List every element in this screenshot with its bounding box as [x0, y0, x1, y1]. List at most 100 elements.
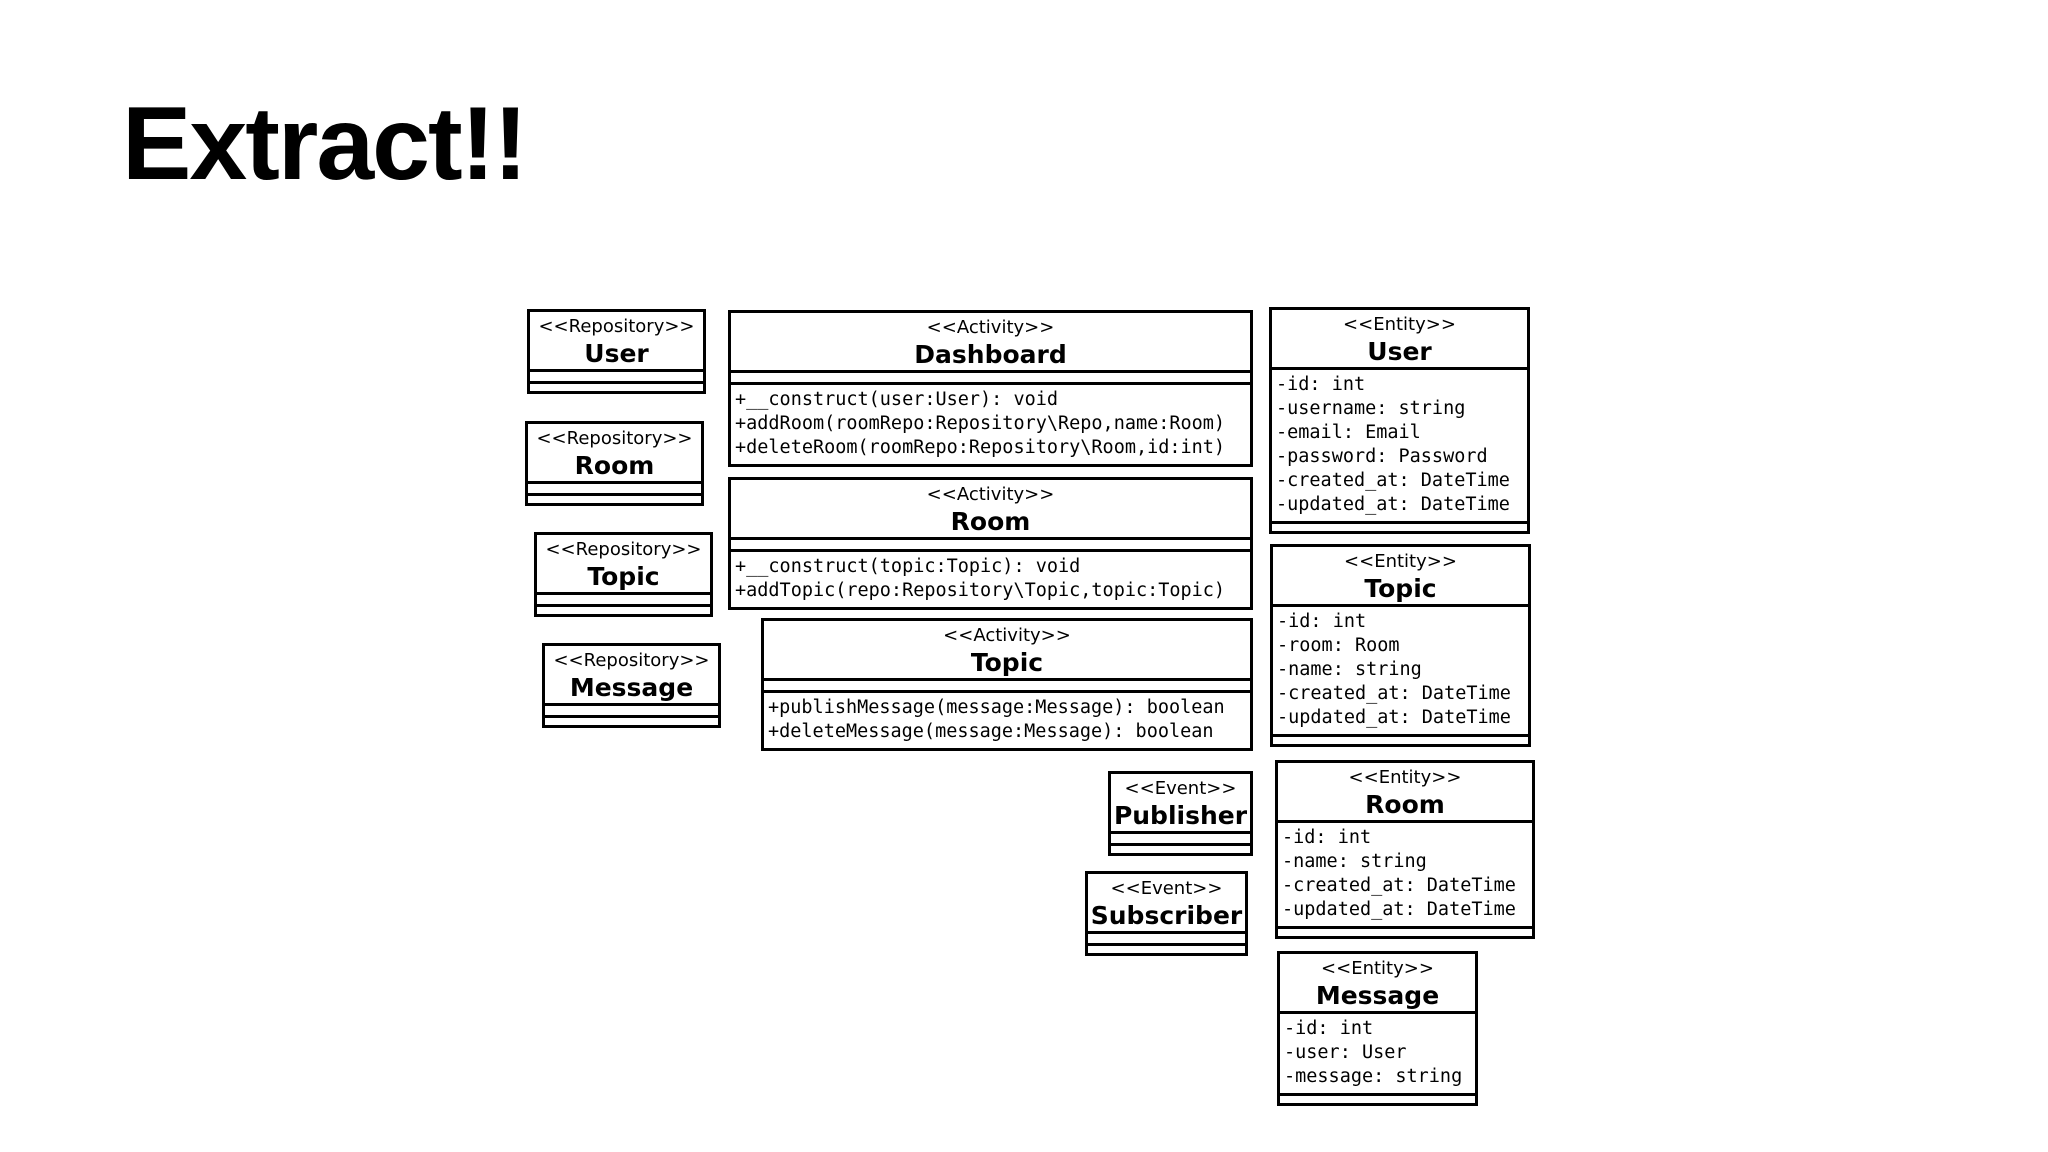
attributes-compartment: -id: int -username: string -email: Email -p…: [1272, 367, 1527, 521]
uml-class-header: <<Repository>>Room: [528, 424, 701, 481]
uml-operation: +publishMessage(message:Message): boolea…: [768, 697, 1225, 718]
operations-compartment: [1273, 734, 1528, 744]
uml-class-header: <<Activity>>Topic: [764, 621, 1250, 678]
uml-class-name: Message: [1315, 981, 1440, 1010]
uml-class-header: <<Activity>>Room: [731, 480, 1250, 537]
uml-attribute: -updated_at: DateTime: [1282, 899, 1516, 920]
uml-operation: +addTopic(repo:Repository\Topic,topic:To…: [735, 580, 1226, 601]
uml-class-name: Room: [574, 451, 655, 480]
uml-class-name: User: [584, 339, 649, 368]
uml-attribute: -id: int: [1277, 611, 1367, 632]
uml-stereotype: <<Activity>>: [926, 317, 1055, 338]
attributes-compartment: [764, 678, 1250, 690]
uml-class-name: Dashboard: [914, 340, 1067, 369]
uml-class-header: <<Activity>>Dashboard: [731, 313, 1250, 370]
uml-operation: +deleteMessage(message:Message): boolean: [768, 721, 1214, 742]
uml-class-header: <<Entity>>Message: [1280, 954, 1475, 1011]
attributes-compartment: [1088, 931, 1245, 943]
uml-class-header: <<Event>>Subscriber: [1088, 874, 1245, 931]
uml-attribute: -created_at: DateTime: [1276, 470, 1510, 491]
uml-stereotype: <<Entity>>: [1344, 551, 1457, 572]
uml-attribute: -created_at: DateTime: [1277, 683, 1511, 704]
uml-stereotype: <<Repository>>: [538, 316, 695, 337]
uml-class-name: Room: [950, 507, 1031, 536]
operations-compartment: [537, 604, 710, 614]
uml-class-header: <<Repository>>Topic: [537, 535, 710, 592]
operations-compartment: +publishMessage(message:Message): boolea…: [764, 690, 1250, 748]
uml-attribute: -created_at: DateTime: [1282, 875, 1516, 896]
uml-attribute: -updated_at: DateTime: [1276, 494, 1510, 515]
uml-class-name: User: [1367, 337, 1432, 366]
uml-class-event-subscriber: <<Event>>Subscriber: [1085, 871, 1248, 956]
uml-class-header: <<Repository>>Message: [545, 646, 718, 703]
uml-operation: +__construct(topic:Topic): void: [735, 556, 1081, 577]
uml-class-header: <<Entity>>Room: [1278, 763, 1532, 820]
uml-class-activity-room: <<Activity>>Room +__construct(topic:Topic…: [728, 477, 1253, 610]
uml-attribute: -username: string: [1276, 398, 1466, 419]
uml-class-entity-topic: <<Entity>>Topic -id: int -room: Room -name:…: [1270, 544, 1531, 747]
uml-stereotype: <<Event>>: [1110, 878, 1223, 899]
uml-operation: +__construct(user:User): void: [735, 389, 1059, 410]
uml-class-header: <<Repository>>User: [530, 312, 703, 369]
operations-compartment: [1278, 926, 1532, 936]
uml-attribute: -room: Room: [1277, 635, 1400, 656]
uml-class-header: <<Event>>Publisher: [1111, 774, 1250, 831]
uml-class-repo-topic: <<Repository>>Topic: [534, 532, 713, 617]
uml-class-repo-room: <<Repository>>Room: [525, 421, 704, 506]
attributes-compartment: -id: int -user: User -message: string: [1280, 1011, 1475, 1093]
uml-stereotype: <<Activity>>: [943, 625, 1071, 646]
uml-stereotype: <<Event>>: [1124, 778, 1237, 799]
uml-class-name: Topic: [1364, 574, 1437, 603]
uml-attribute: -id: int: [1276, 374, 1366, 395]
uml-attribute: -name: string: [1277, 659, 1422, 680]
uml-attribute: -id: int: [1284, 1018, 1374, 1039]
operations-compartment: [1272, 521, 1527, 531]
uml-attribute: -password: Password: [1276, 446, 1488, 467]
attributes-compartment: [731, 537, 1250, 549]
uml-class-header: <<Entity>>Topic: [1273, 547, 1528, 604]
uml-class-entity-user: <<Entity>>User-id: int-username: string-…: [1269, 307, 1530, 534]
uml-attribute: -email: Email: [1276, 422, 1421, 443]
uml-class-repo-user: <<Repository>>User: [527, 309, 706, 394]
uml-stereotype: <<Repository>>: [536, 428, 693, 449]
uml-class-name: Message: [569, 673, 694, 702]
uml-class-repo-message: <<Repository>>Message: [542, 643, 721, 728]
uml-attribute: -name: string: [1282, 851, 1427, 872]
operations-compartment: [1088, 943, 1245, 953]
uml-attribute: -id: int: [1282, 827, 1372, 848]
uml-class-event-publisher: <<Event>>Publisher: [1108, 771, 1253, 856]
uml-class-entity-message: <<Entity>>Message -id: int -user: User -mes…: [1277, 951, 1478, 1106]
operations-compartment: [528, 493, 701, 503]
attributes-compartment: [1111, 831, 1250, 843]
uml-stereotype: <<Entity>>: [1343, 314, 1456, 335]
uml-stereotype: <<Activity>>: [926, 484, 1055, 505]
operations-compartment: +__construct(user:User): void +addRoom(ro…: [731, 382, 1250, 464]
uml-class-name: Room: [1365, 790, 1445, 819]
uml-operation: +addRoom(roomRepo:Repository\Repo,name:R…: [735, 413, 1226, 434]
attributes-compartment: [530, 369, 703, 381]
uml-class-entity-room: <<Entity>>Room -id: int -name: string -crea…: [1275, 760, 1535, 939]
attributes-compartment: [545, 703, 718, 715]
uml-class-name: Subscriber: [1090, 901, 1243, 930]
attributes-compartment: -id: int -room: Room -name: string -created…: [1273, 604, 1528, 734]
operations-compartment: [1280, 1093, 1475, 1103]
uml-attribute: -updated_at: DateTime: [1277, 707, 1511, 728]
uml-operation: +deleteRoom(roomRepo:Repository\Room,id:…: [735, 437, 1226, 458]
uml-class-name: Publisher: [1113, 801, 1248, 830]
uml-stereotype: <<Entity>>: [1348, 767, 1462, 788]
operations-compartment: +__construct(topic:Topic): void +addTopic…: [731, 549, 1250, 607]
attributes-compartment: [537, 592, 710, 604]
uml-stereotype: <<Repository>>: [553, 650, 710, 671]
attributes-compartment: [528, 481, 701, 493]
attributes-compartment: -id: int -name: string -created_at: DateTi…: [1278, 820, 1532, 926]
operations-compartment: [530, 381, 703, 391]
uml-class-name: Topic: [587, 562, 660, 591]
uml-stereotype: <<Repository>>: [545, 539, 702, 560]
operations-compartment: [545, 715, 718, 725]
uml-class-activity-dashboard: <<Activity>>Dashboard +__construct(user:U…: [728, 310, 1253, 467]
uml-attribute: -user: User: [1284, 1042, 1407, 1063]
uml-stereotype: <<Entity>>: [1321, 958, 1434, 979]
operations-compartment: [1111, 843, 1250, 853]
uml-attribute: -message: string: [1284, 1066, 1463, 1087]
uml-class-header: <<Entity>>User: [1272, 310, 1527, 367]
